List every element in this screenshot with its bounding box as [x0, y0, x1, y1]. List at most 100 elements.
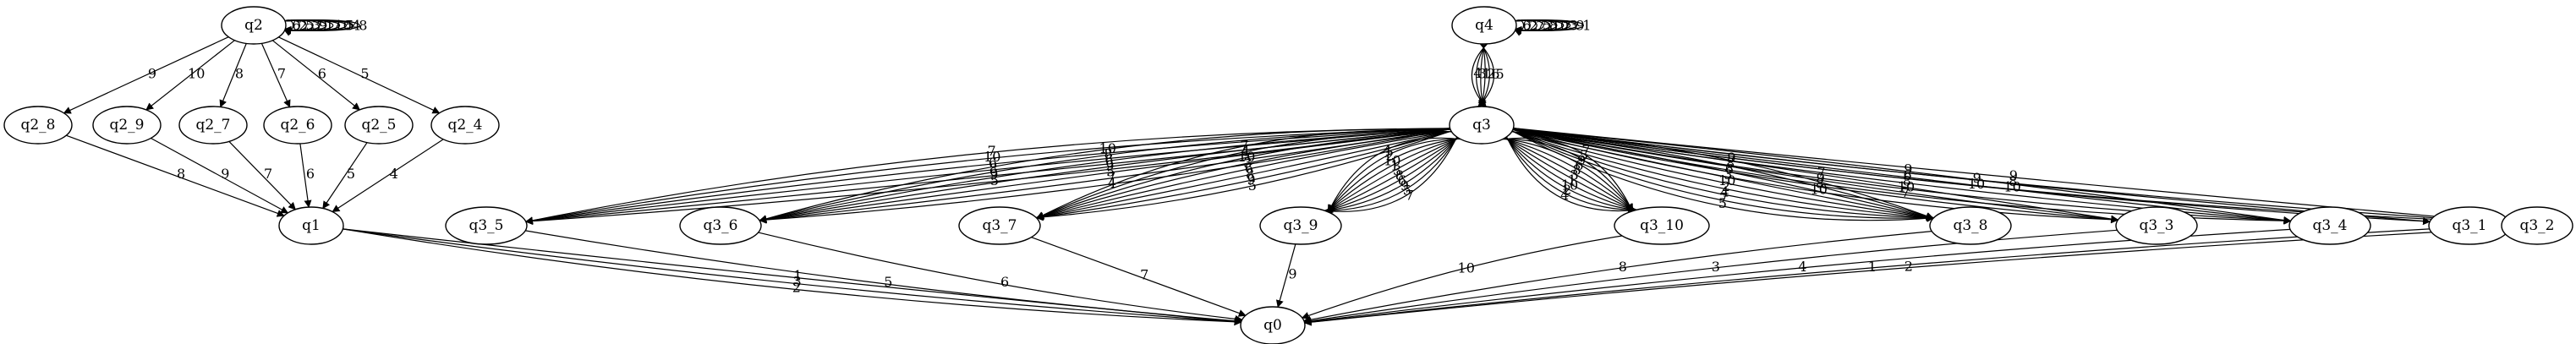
edge-label: 2 — [1722, 178, 1730, 194]
self-loop-label: 1 — [1582, 18, 1591, 34]
edge-label: 7 — [1817, 164, 1826, 180]
edge-line — [278, 36, 441, 114]
edge-label: 2 — [1905, 259, 1913, 275]
self-loop-label: 3 — [1570, 18, 1578, 34]
edge-line — [63, 36, 229, 114]
edge-line — [1511, 130, 1935, 222]
edge-q3-to-q3_9: 8 — [1325, 137, 1459, 212]
node-q3_10: q3_10 — [1614, 206, 1710, 245]
edge-q2-to-q2_9: 10 — [145, 40, 235, 111]
node-q4: q4 — [1451, 6, 1517, 45]
edge-label: 6 — [989, 155, 997, 171]
edge-label: 4 — [1384, 143, 1392, 159]
edge-q3-to-q3_9: 9 — [1324, 137, 1458, 214]
edge-label: 10 — [1099, 140, 1116, 156]
edge-label: 2 — [792, 279, 801, 295]
edge-label: 6 — [1398, 172, 1406, 188]
edge-q3_10-to-q0: 10 — [1301, 235, 1623, 319]
edge-label: 1 — [1390, 157, 1399, 173]
node-q2_7: q2_7 — [178, 106, 248, 145]
edge-label: 2 — [1563, 182, 1571, 198]
edge-line — [271, 40, 361, 111]
edge-line — [759, 128, 1451, 224]
edge-label: 1 — [1868, 259, 1877, 275]
node-q1: q1 — [278, 206, 344, 245]
self-loop-label: 9 — [1576, 18, 1584, 34]
edge-label: 5 — [1496, 66, 1504, 82]
edge-q4-to-q3: 4 — [1471, 43, 1488, 107]
self-loop-label: 6 — [1522, 18, 1531, 34]
edge-label: 1 — [1483, 65, 1491, 81]
edge-line — [1504, 137, 1636, 212]
node-shape — [3, 106, 73, 145]
node-shape — [344, 106, 414, 145]
edge-label: 9 — [1105, 158, 1114, 174]
edge-label: 10 — [1458, 259, 1475, 276]
edge-label: 10 — [1561, 177, 1578, 193]
node-label: q0 — [1263, 317, 1282, 334]
edge-line — [1324, 136, 1458, 215]
node-shape — [679, 206, 762, 245]
node-q2_9: q2_9 — [92, 106, 162, 145]
edge-label: 4 — [1720, 184, 1729, 200]
edge-q3-to-q3_8: 5 — [1511, 130, 1935, 222]
self-loop-label: 8 — [359, 18, 367, 34]
edge-label: 10 — [1384, 152, 1400, 168]
edge-line — [1031, 237, 1247, 317]
edge-q3-to-q3_5: 8 — [525, 128, 1450, 225]
edge-label: 8 — [1246, 167, 1254, 183]
edge-q3-to-q3_9: 10 — [1327, 138, 1460, 213]
edge-q3-to-q3_4: 9 — [1513, 128, 2292, 224]
node-shape — [2288, 206, 2371, 245]
edge-label: 8 — [2009, 173, 2017, 189]
edge-label: 8 — [235, 66, 244, 82]
edge-line — [1303, 228, 2430, 326]
node-label: q4 — [1475, 17, 1494, 34]
edge-label: 7 — [1719, 189, 1728, 205]
edge-label: 8 — [989, 161, 998, 177]
edge-label: 4 — [1560, 187, 1569, 203]
edge-label: 2 — [1487, 66, 1495, 82]
edge-line — [1513, 128, 2292, 225]
node-label: q3_10 — [1640, 217, 1684, 234]
edge-line — [219, 43, 247, 108]
edge-line — [1505, 137, 1637, 213]
edge-q3-to-q3_7: 10 — [1035, 131, 1452, 220]
edge-q3-to-q3_9: 6 — [1324, 137, 1459, 213]
node-label: q3_1 — [2452, 217, 2486, 234]
node-shape — [1451, 6, 1517, 45]
edge-line — [525, 128, 1450, 225]
edge-line — [1327, 138, 1460, 213]
edge-line — [322, 142, 368, 210]
edge-label: 9 — [1288, 266, 1296, 282]
edge-line — [1512, 128, 2119, 223]
edge-q2-to-q2_5: 6 — [271, 40, 361, 111]
edge-label: 5 — [1403, 183, 1411, 199]
edge-q3_8-to-q0: 8 — [1303, 231, 1932, 324]
edge-line — [1035, 130, 1452, 221]
edge-label: 8 — [1572, 162, 1581, 178]
node-label: q2_6 — [280, 117, 315, 134]
node-label: q1 — [302, 217, 321, 234]
edge-q3_9-to-q0: 9 — [1275, 243, 1297, 309]
node-label: q2_9 — [109, 117, 144, 134]
edge-line — [1471, 43, 1488, 107]
edge-q3-to-q3_3: 10 — [1512, 128, 2119, 224]
edge-label: 3 — [1478, 65, 1487, 81]
node-q3_1: q3_1 — [2428, 206, 2511, 245]
edge-label: 4 — [1473, 65, 1482, 81]
edge-line — [1512, 128, 2119, 224]
edge-label: 6 — [1575, 157, 1583, 173]
self-loop-label: 5 — [305, 18, 314, 34]
edge-line — [145, 40, 235, 111]
edge-label: 7 — [1581, 142, 1590, 158]
node-label: q2_5 — [361, 117, 396, 134]
edge-line — [1511, 130, 1935, 222]
edge-line — [525, 230, 1242, 325]
node-q3_9: q3_9 — [1259, 206, 1342, 245]
node-label: q2_7 — [195, 117, 230, 134]
self-loop-label: 1 — [326, 18, 334, 34]
self-loop-label: 7 — [1536, 18, 1544, 34]
edge-label: 5 — [1580, 147, 1588, 163]
edge-line — [1504, 138, 1635, 211]
